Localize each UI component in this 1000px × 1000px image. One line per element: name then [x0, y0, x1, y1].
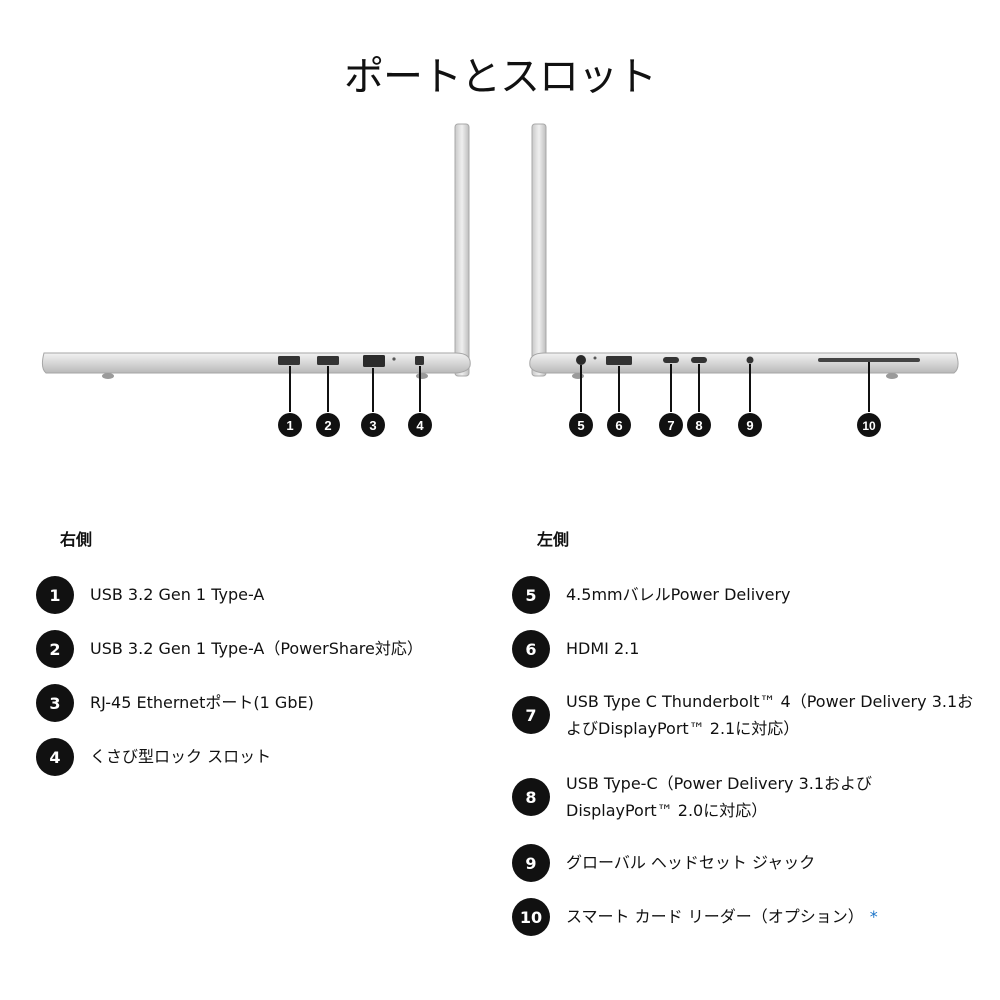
svg-text:6: 6 [615, 418, 622, 433]
svg-text:8: 8 [695, 418, 702, 433]
barrel-port [576, 355, 586, 365]
callout-8: 8 [687, 413, 711, 437]
usb-c-port-7 [663, 357, 679, 363]
foot-right-a [102, 373, 114, 379]
port-label: くさび型ロック スロット [90, 747, 272, 766]
callout-3: 3 [361, 413, 385, 437]
port-label: HDMI 2.1 [566, 639, 640, 658]
port-number-badge: 4 [36, 738, 74, 776]
foot-left-b [886, 373, 898, 379]
lock-slot [415, 356, 424, 365]
callout-4: 4 [408, 413, 432, 437]
svg-text:10: 10 [862, 419, 876, 433]
port-label: グローバル ヘッドセット ジャック [566, 853, 816, 872]
left-side-laptop: 5 6 7 8 9 10 [529, 123, 959, 437]
rj45-port [363, 355, 385, 367]
svg-text:1: 1 [286, 418, 293, 433]
base-left [529, 352, 959, 374]
svg-text:4: 4 [416, 418, 424, 433]
page-title: ポートとスロット [344, 54, 657, 100]
callout-5: 5 [569, 413, 593, 437]
port-number-badge: 7 [512, 696, 550, 734]
foot-right-b [416, 373, 428, 379]
left-side-heading: 左側 [537, 530, 570, 549]
power-led [593, 356, 597, 360]
port-item-10: 10 スマート カード リーダー（オプション） * [512, 898, 982, 936]
port-number-badge: 2 [36, 630, 74, 668]
port-item-2: 2 USB 3.2 Gen 1 Type-A（PowerShare対応） [36, 630, 476, 668]
usb-a-port-1 [278, 356, 300, 365]
port-label: USB 3.2 Gen 1 Type-A（PowerShare対応） [90, 639, 423, 658]
callout-2: 2 [316, 413, 340, 437]
port-label: USB 3.2 Gen 1 Type-A [90, 585, 265, 604]
right-side-heading: 右側 [60, 530, 93, 549]
port-item-8: 8 USB Type-C（Power Delivery 3.1およびDispla… [512, 770, 982, 824]
port-number-badge: 10 [512, 898, 550, 936]
port-label: スマート カード リーダー（オプション） [566, 907, 864, 926]
svg-text:2: 2 [324, 418, 331, 433]
port-label: 4.5mmバレルPower Delivery [566, 585, 791, 604]
port-item-7: 7 USB Type C Thunderbolt™ 4（Power Delive… [512, 688, 982, 742]
port-label: USB Type-C（Power Delivery 3.1およびDisplayP… [566, 774, 873, 820]
port-number-badge: 6 [512, 630, 550, 668]
lid-right [454, 123, 470, 377]
callout-10: 10 [857, 413, 881, 437]
usb-a-port-2 [317, 356, 339, 365]
port-label: USB Type C Thunderbolt™ 4（Power Delivery… [566, 692, 974, 738]
callout-1: 1 [278, 413, 302, 437]
callout-6: 6 [607, 413, 631, 437]
status-led [392, 357, 396, 361]
port-item-4: 4 くさび型ロック スロット [36, 738, 476, 776]
footnote-asterisk-link[interactable]: * [869, 907, 878, 926]
foot-left-a [572, 373, 584, 379]
port-label: RJ-45 Ethernetポート(1 GbE) [90, 693, 314, 712]
usb-c-port-8 [691, 357, 707, 363]
base-right [41, 352, 471, 374]
port-item-3: 3 RJ-45 Ethernetポート(1 GbE) [36, 684, 476, 722]
svg-text:5: 5 [577, 418, 584, 433]
port-item-6: 6 HDMI 2.1 [512, 630, 982, 668]
right-side-laptop: 1 2 3 4 [41, 123, 471, 437]
port-item-1: 1 USB 3.2 Gen 1 Type-A [36, 576, 476, 614]
port-number-badge: 9 [512, 844, 550, 882]
hdmi-port [606, 356, 632, 365]
svg-text:7: 7 [667, 418, 674, 433]
callout-9: 9 [738, 413, 762, 437]
port-number-badge: 3 [36, 684, 74, 722]
svg-text:3: 3 [369, 418, 376, 433]
smart-card-slot [818, 358, 920, 362]
port-item-5: 5 4.5mmバレルPower Delivery [512, 576, 982, 614]
port-number-badge: 5 [512, 576, 550, 614]
port-number-badge: 1 [36, 576, 74, 614]
laptop-ports-figure: 1 2 3 4 5 [41, 123, 959, 437]
port-item-9: 9 グローバル ヘッドセット ジャック [512, 844, 982, 882]
svg-text:9: 9 [746, 418, 753, 433]
port-label-with-note: スマート カード リーダー（オプション） * [566, 903, 878, 930]
port-number-badge: 8 [512, 778, 550, 816]
lid-left [531, 123, 547, 377]
headset-jack [746, 356, 754, 364]
callout-7: 7 [659, 413, 683, 437]
